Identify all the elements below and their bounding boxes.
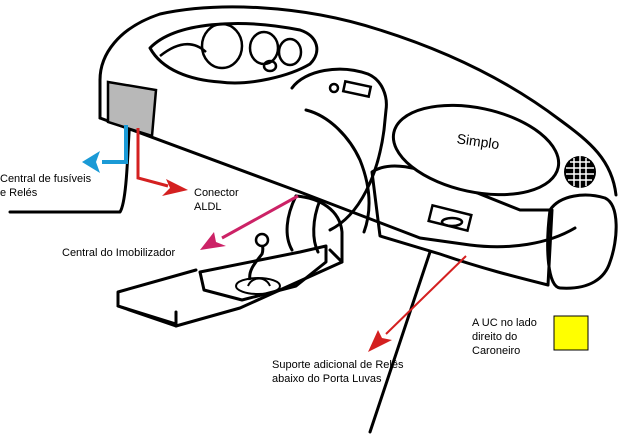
shifter-well: [198, 244, 328, 302]
radio-unit: [328, 79, 373, 99]
center-stack: [290, 67, 388, 232]
gauge-small: [277, 37, 303, 67]
immobilizer-arrow: [200, 194, 299, 250]
radio-slot: [341, 79, 373, 99]
gauge-tiny: [262, 59, 278, 73]
gauges: [159, 22, 303, 73]
cluster-hood: [148, 22, 319, 85]
airbag-oval: [391, 103, 561, 197]
relay-support-label: Suporte adicional de Relês abaixo do Por…: [272, 359, 407, 385]
console-tunnel: [116, 194, 344, 328]
ecu-label: A UC no lado direito do Caroneiro: [472, 317, 540, 357]
brand-label: Simplo: [456, 130, 501, 152]
fuse-box-panel: [106, 80, 158, 138]
aldl-label: Conector ALDL: [194, 187, 242, 213]
fuse-box-arrow: [82, 125, 128, 173]
speaker-grille: [564, 156, 596, 188]
gauge-large: [200, 22, 244, 70]
gauge-medium: [248, 30, 280, 66]
floor-line-right: [368, 250, 432, 434]
console-bevel: [116, 248, 344, 328]
center-stack-inner: [304, 108, 371, 234]
radio-knob: [328, 82, 340, 94]
glovebox-handle: [427, 203, 473, 233]
dash-lower-edge: [98, 116, 577, 249]
relay-support-arrow: [368, 255, 467, 352]
fuse-box-label: Central de fusíveis e Relés: [0, 173, 94, 199]
dash-right-cap: [546, 193, 618, 290]
ecu-box: [553, 315, 589, 351]
aldl-arrow: [136, 128, 188, 196]
immobilizer-label: Central do Imobilizador: [62, 247, 175, 259]
shift-lever: [235, 232, 281, 295]
dash-top-contour: [98, 5, 618, 197]
tunnel-slope: [285, 194, 322, 254]
cluster-visor: [159, 43, 207, 57]
